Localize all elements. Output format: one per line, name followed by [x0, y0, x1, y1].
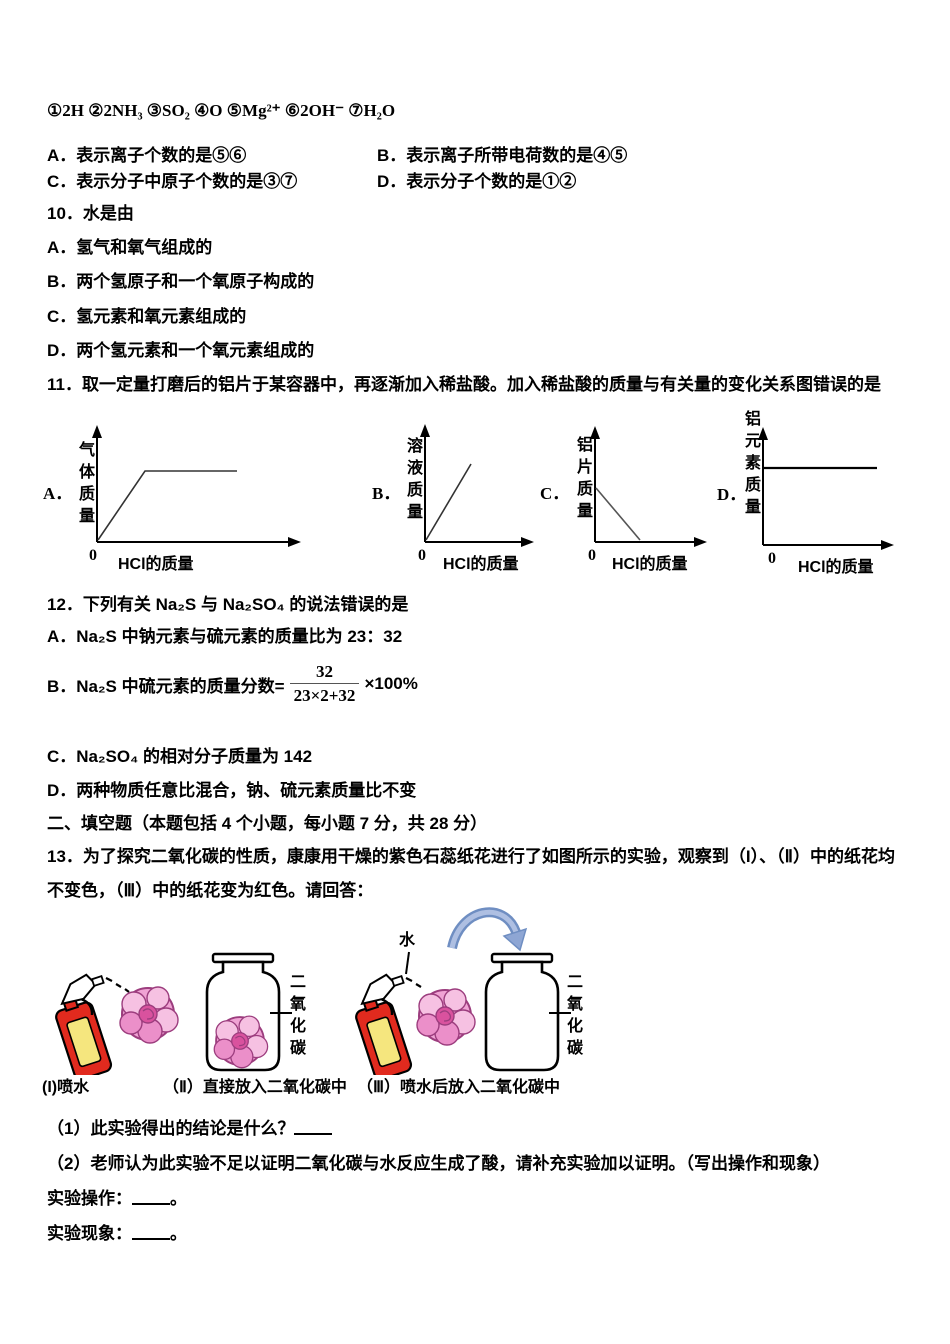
graph-d-ylabel: 铝元素质量	[742, 410, 759, 520]
spray-dashes-1	[105, 977, 130, 993]
fraction-numerator: 32	[316, 662, 333, 681]
graph-a-origin: 0	[89, 547, 97, 564]
q9-option-a: A．表示离子个数的是⑤⑥	[47, 146, 247, 165]
water-pointer-line	[405, 951, 410, 975]
graph-option-a: A． 气体质量 0 HCl的质量	[40, 424, 310, 584]
graph-b-letter: B．	[372, 484, 401, 503]
graph-d-origin: 0	[768, 550, 776, 567]
jar2-co2-label: 二氧化碳	[564, 973, 581, 1061]
graph-d-xlabel: HCl的质量	[798, 559, 874, 576]
graph-option-c: C． 铝片质量 0 HCl的质量	[530, 424, 715, 584]
q13-phenomenon-line: 实验现象： 。	[47, 1224, 187, 1244]
litmus-flower-1	[119, 986, 179, 1044]
q13-sub1-text: （1）此实验得出的结论是什么？	[47, 1119, 295, 1138]
q12-option-c: C．Na₂SO₄ 的相对分子质量为 142	[47, 747, 313, 766]
graph-c-letter: C．	[540, 484, 570, 503]
q13-operation-line: 实验操作： 。	[47, 1189, 187, 1209]
figure-caption-2: （Ⅱ）直接放入二氧化碳中	[163, 1079, 347, 1096]
q12-option-b: B．Na₂S 中硫元素的质量分数= 32 23×2+32 ×100%	[47, 661, 418, 707]
graph-c-plot	[590, 426, 707, 547]
graph-b-ylabel: 溶液质量	[404, 437, 421, 525]
gas-jar-2	[484, 952, 560, 1072]
phenomenon-label: 实验现象：	[47, 1224, 132, 1243]
q13-sub2: （2）老师认为此实验不足以证明二氧化碳与水反应生成了酸，请补充实验加以证明。（写…	[47, 1154, 830, 1173]
experiment-figure	[45, 907, 571, 1075]
jar1-co2-label: 二氧化碳	[287, 973, 304, 1061]
q9-option-b: B．表示离子所带电荷数的是④⑤	[377, 146, 628, 165]
q12-option-b-suffix: ×100%	[364, 674, 418, 693]
q12-option-b-prefix: B．Na₂S 中硫元素的质量分数=	[47, 676, 285, 696]
graph-a-plot	[92, 425, 301, 547]
graph-a-ylabel: 气体质量	[76, 441, 93, 529]
q13-sub1: （1）此实验得出的结论是什么？	[47, 1119, 333, 1139]
mass-fraction-formula: 32 23×2+32	[289, 661, 360, 707]
graph-option-b: B． 溶液质量 0 HCl的质量	[365, 424, 545, 584]
graph-a-xlabel: HCl的质量	[118, 556, 194, 573]
q10-option-d: D．两个氢元素和一个氧元素组成的	[47, 341, 315, 360]
graph-c-origin: 0	[588, 547, 596, 564]
q13-stem-line2: 不变色，（Ⅲ）中的纸花变为红色。请回答：	[47, 881, 374, 900]
graph-d-plot	[758, 427, 894, 550]
graph-b-plot	[420, 424, 534, 547]
fraction-denominator: 23×2+32	[289, 683, 360, 707]
q10-option-b: B．两个氢原子和一个氧原子构成的	[47, 272, 315, 291]
q12-option-d: D．两种物质任意比混合，钠、硫元素质量比不变	[47, 781, 417, 800]
graph-option-d: D． 铝元素质量 0 HCl的质量	[705, 408, 905, 588]
transfer-arrow-icon	[447, 907, 528, 952]
answer-blank-1	[294, 1130, 333, 1135]
answer-blank-3	[132, 1235, 170, 1240]
spray-bottle-2	[345, 969, 432, 1075]
q12-option-a: A．Na₂S 中钠元素与硫元素的质量比为 23：32	[47, 627, 403, 646]
section2-heading: 二、填空题（本题包括 4 个小题，每小题 7 分，共 28 分）	[47, 814, 488, 833]
q9-option-c: C．表示分子中原子个数的是③⑦	[47, 172, 298, 191]
phenomenon-suffix: 。	[170, 1224, 187, 1243]
graph-c-ylabel: 铝片质量	[574, 436, 591, 524]
litmus-flower-3	[416, 988, 476, 1046]
q10-option-c: C．氢元素和氧元素组成的	[47, 307, 247, 326]
water-label: 水	[399, 932, 416, 949]
spray-dashes-2	[405, 977, 422, 988]
spray-bottle-1	[45, 969, 132, 1075]
graph-a-letter: A．	[43, 484, 73, 503]
figure-caption-3: （Ⅲ）喷水后放入二氧化碳中	[357, 1079, 561, 1096]
graph-b-xlabel: HCl的质量	[443, 556, 519, 573]
q11-stem: 11．取一定量打磨后的铝片于某容器中，再逐渐加入稀盐酸。加入稀盐酸的质量与有关量…	[47, 375, 881, 394]
q9-option-d: D．表示分子个数的是①②	[377, 172, 577, 191]
answer-blank-2	[132, 1200, 170, 1205]
graph-d-letter: D．	[717, 485, 747, 504]
graph-b-origin: 0	[418, 547, 426, 564]
operation-label: 实验操作：	[47, 1189, 132, 1208]
q13-stem-line1: 13．为了探究二氧化碳的性质，康康用干燥的紫色石蕊纸花进行了如图所示的实验，观察…	[47, 847, 895, 866]
graph-c-xlabel: HCl的质量	[612, 556, 688, 573]
q9-formula-line: ①2H ②2NH₃ ③SO₂ ④O ⑤Mg²⁺ ⑥2OH⁻ ⑦H₂O	[47, 101, 396, 120]
operation-suffix: 。	[170, 1189, 187, 1208]
q10-option-a: A．氢气和氧气组成的	[47, 238, 213, 257]
q10-stem: 10．水是由	[47, 204, 134, 223]
figure-caption-1: (I)喷水	[42, 1079, 90, 1096]
q12-stem: 12．下列有关 Na₂S 与 Na₂SO₄ 的说法错误的是	[47, 595, 409, 614]
